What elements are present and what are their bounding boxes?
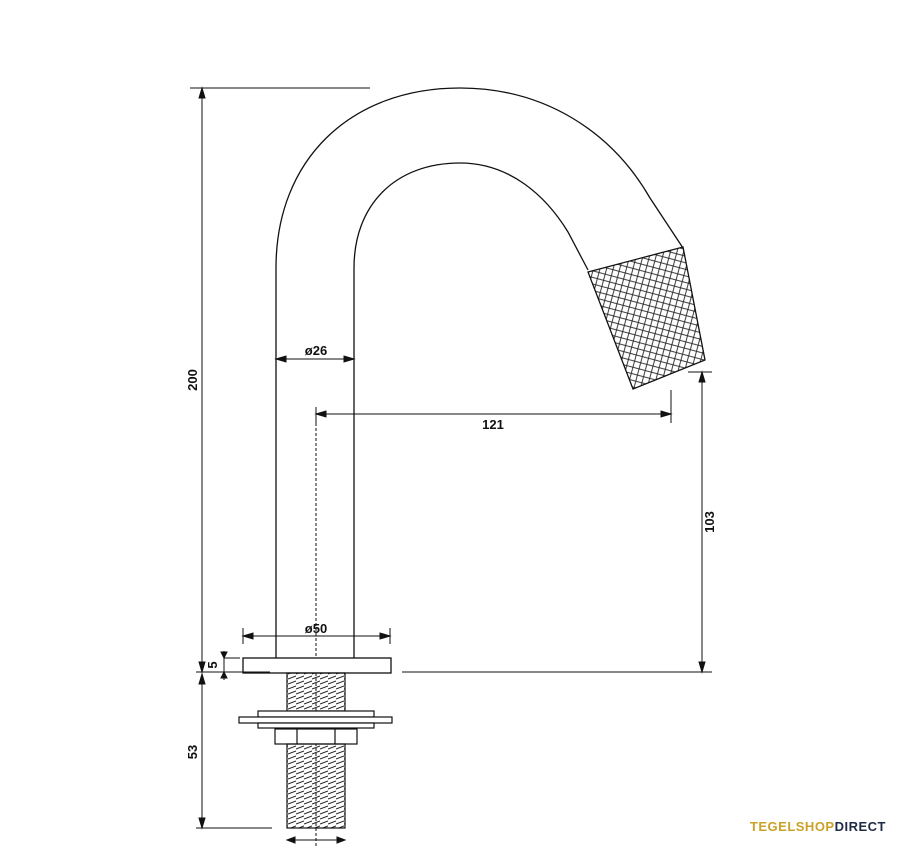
brand-logo: TEGELSHOPDIRECT (750, 819, 886, 834)
label-overall-height: 200 (185, 369, 200, 391)
dim-reach (314, 390, 673, 423)
dim-base-diameter (241, 628, 392, 644)
label-shank-length: 53 (185, 745, 200, 759)
label-spout-height: 103 (702, 511, 717, 533)
brand-logo-part1: TEGEL (749, 819, 796, 834)
spout-body (275, 87, 684, 658)
knurled-spout-tip (587, 246, 706, 390)
dim-base-thickness (220, 651, 240, 680)
nut (274, 728, 358, 745)
dim-pipe-diameter (274, 355, 356, 363)
washer (238, 710, 393, 729)
threaded-shank-lower (286, 743, 346, 829)
brand-logo-part3: DIRECT (834, 819, 886, 834)
dim-shank-length (196, 672, 272, 830)
threaded-shank-upper (286, 672, 346, 712)
label-reach: 121 (482, 417, 504, 432)
dim-overall-height (190, 86, 370, 674)
label-base-thickness: 5 (205, 661, 220, 668)
base-plate (242, 657, 392, 674)
brand-logo-part2: SHOP (795, 819, 835, 834)
label-pipe-diameter: ø26 (305, 343, 327, 358)
dim-shank-width (285, 836, 347, 844)
dim-spout-height (402, 370, 712, 674)
label-base-diameter: ø50 (305, 621, 327, 636)
